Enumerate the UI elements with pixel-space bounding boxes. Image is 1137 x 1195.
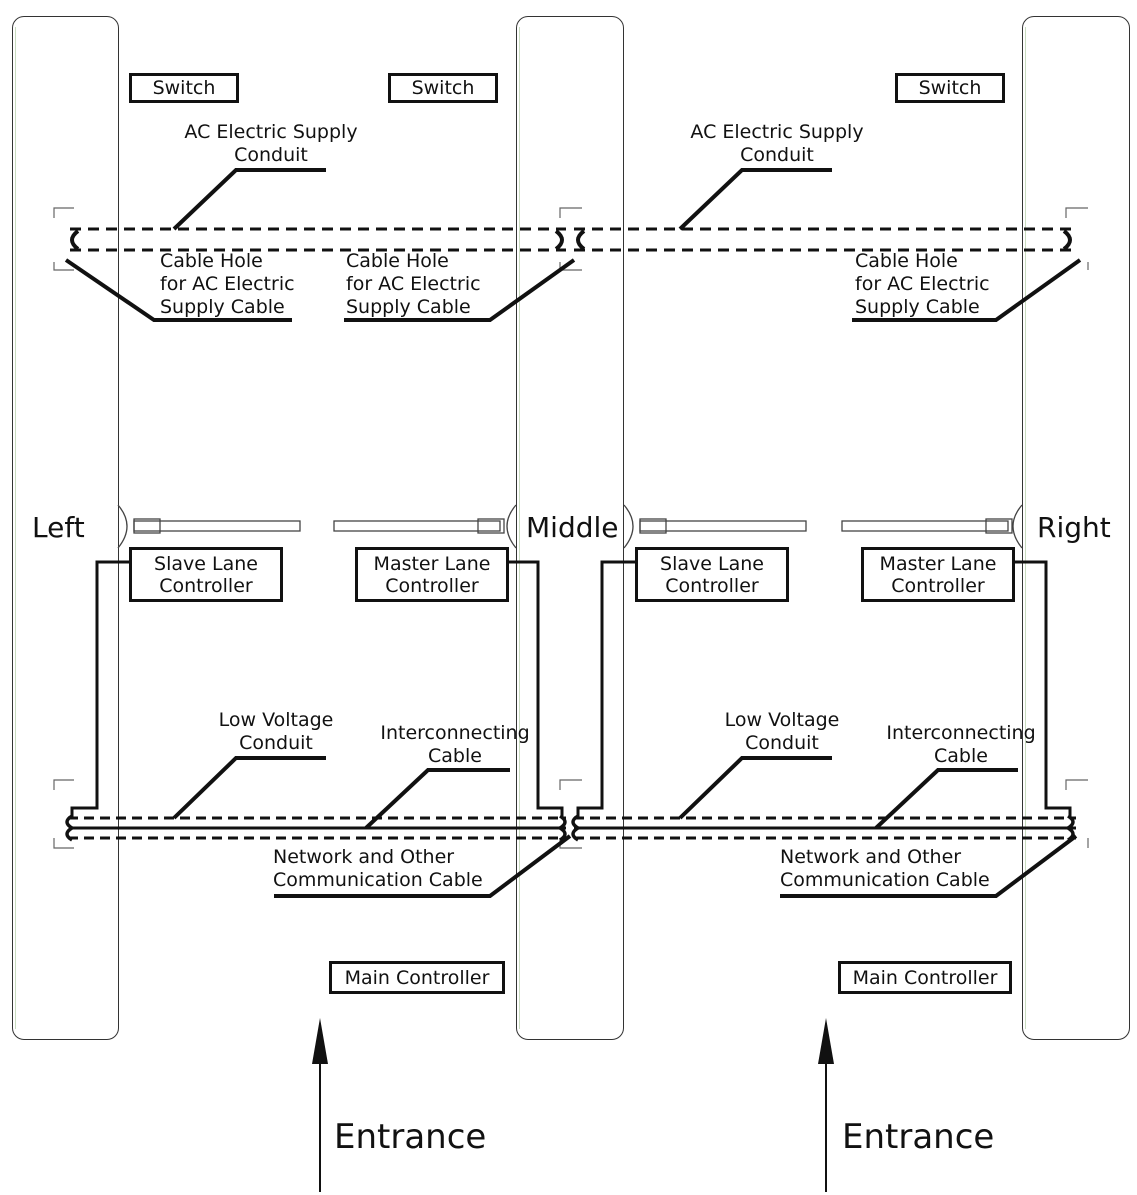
ac-conduit-label-right: AC Electric Supply Conduit — [690, 121, 864, 166]
entrance-arrow-left — [312, 1018, 328, 1064]
slave-lane-controller-left: Slave Lane Controller — [129, 547, 283, 602]
cable-hole-label-3: Cable Hole for AC Electric Supply Cable — [855, 250, 990, 318]
slave-lane-controller-right: Slave Lane Controller — [635, 547, 789, 602]
network-cable-label-left: Network and Other Communication Cable — [273, 846, 483, 891]
cable-hole-label-1: Cable Hole for AC Electric Supply Cable — [160, 250, 295, 318]
cable-hole-label-2: Cable Hole for AC Electric Supply Cable — [346, 250, 481, 318]
low-voltage-conduit-left — [68, 816, 566, 840]
left-pillar — [12, 16, 119, 1040]
right-pillar — [1022, 16, 1130, 1040]
switch-middle: Switch — [388, 73, 498, 103]
network-cable-label-right: Network and Other Communication Cable — [780, 846, 990, 891]
entrance-arrow-right — [818, 1018, 834, 1064]
master-lane-controller-right: Master Lane Controller — [861, 547, 1015, 602]
interconnecting-label-right: Interconnecting Cable — [886, 722, 1036, 767]
pillar-label-left: Left — [32, 511, 85, 544]
low-voltage-label-right: Low Voltage Conduit — [724, 709, 840, 754]
switch-left: Switch — [129, 73, 239, 103]
pillar-label-middle: Middle — [526, 511, 619, 544]
ac-conduit-left — [70, 227, 566, 252]
switch-right: Switch — [895, 73, 1005, 103]
interconnecting-label-left: Interconnecting Cable — [380, 722, 530, 767]
low-voltage-conduit-right — [574, 816, 1076, 840]
low-voltage-label-left: Low Voltage Conduit — [218, 709, 334, 754]
ac-conduit-right — [574, 227, 1074, 252]
main-controller-left: Main Controller — [329, 961, 505, 994]
middle-pillar — [516, 16, 624, 1040]
entrance-label-left: Entrance — [334, 1117, 487, 1157]
entrance-label-right: Entrance — [842, 1117, 995, 1157]
main-controller-right: Main Controller — [838, 961, 1012, 994]
master-lane-controller-left: Master Lane Controller — [355, 547, 509, 602]
pillar-label-right: Right — [1037, 511, 1111, 544]
ac-conduit-label-left: AC Electric Supply Conduit — [184, 121, 358, 166]
